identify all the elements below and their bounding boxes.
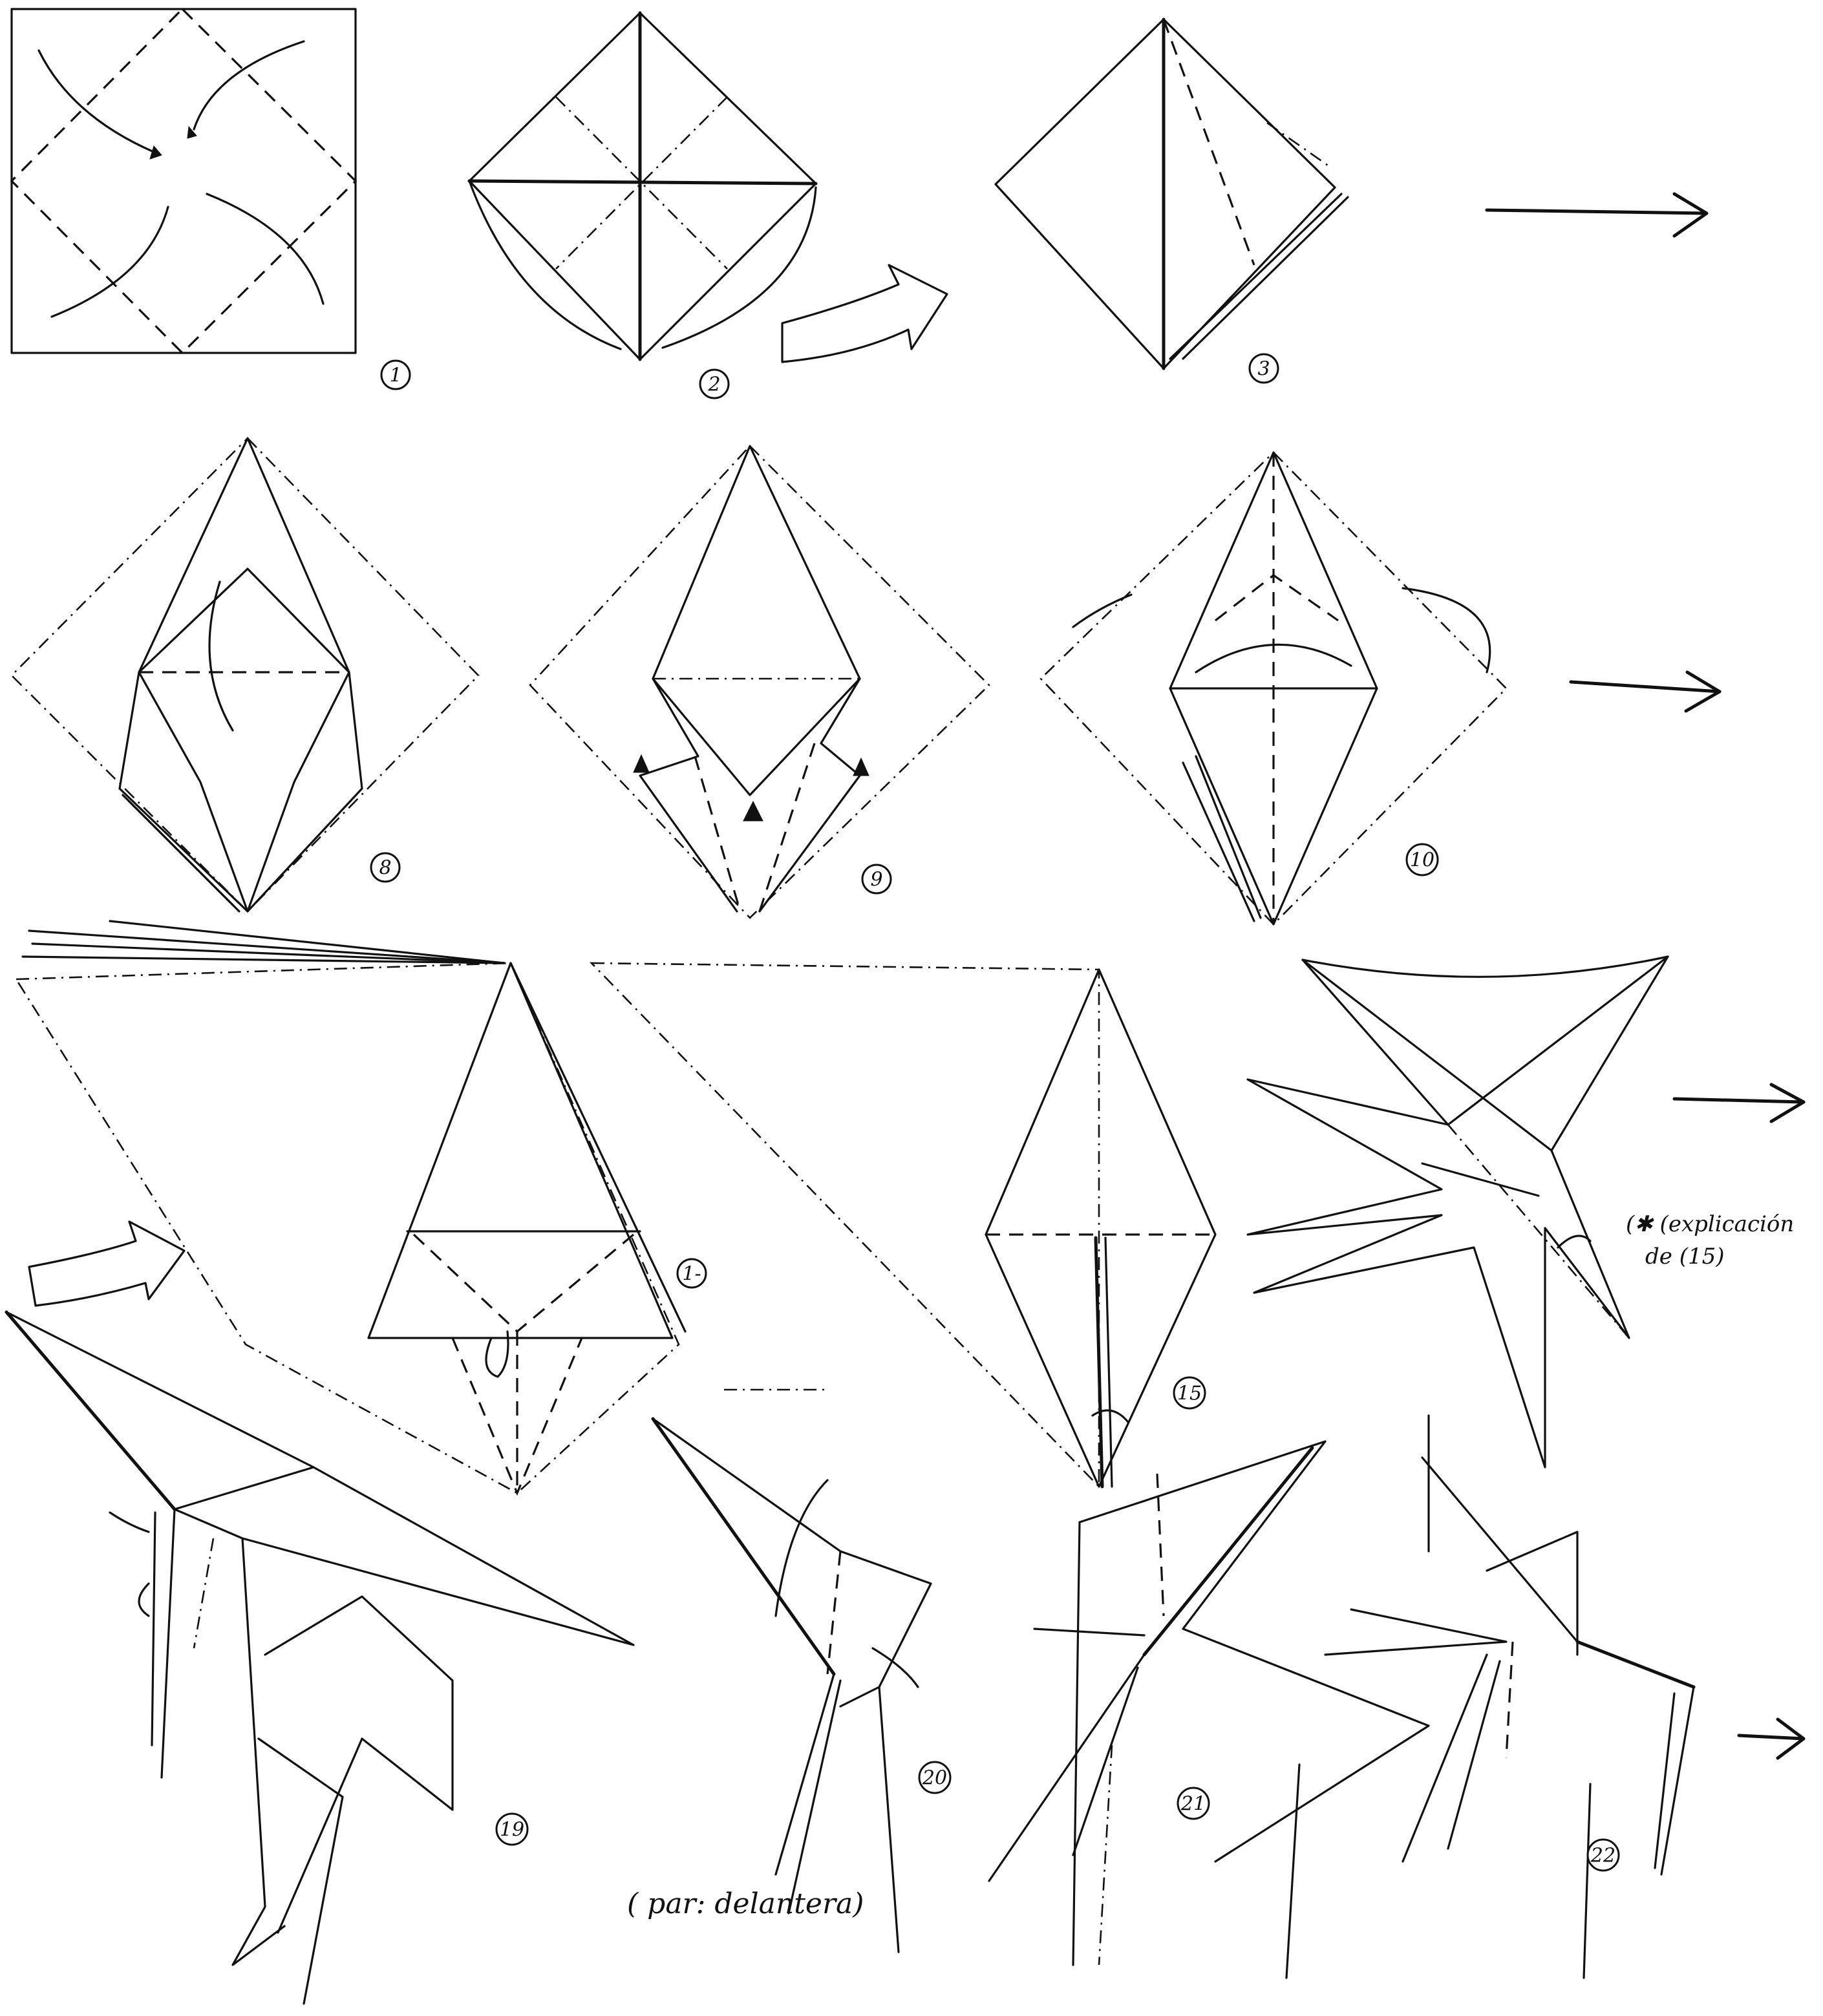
step-number-1: 1 — [381, 361, 410, 389]
explanation-15-diagram — [1248, 957, 1668, 1467]
next-arrow-row1 — [1487, 194, 1707, 236]
step-1-diagram — [12, 9, 356, 353]
svg-text:21: 21 — [1180, 1793, 1206, 1816]
svg-text:2: 2 — [707, 374, 720, 396]
front-part-note: ( par: delantera) — [627, 1887, 864, 1920]
step-number-8: 8 — [371, 853, 400, 882]
step-number-3: 3 — [1250, 354, 1278, 383]
turn-over-arrow-2 — [29, 1222, 184, 1306]
step-15-diagram — [592, 963, 1215, 1487]
next-arrow-row3 — [1674, 1085, 1804, 1121]
svg-text:1-: 1- — [682, 1263, 701, 1286]
next-arrow-row4 — [1739, 1719, 1804, 1758]
svg-text:15: 15 — [1177, 1383, 1202, 1405]
step-number-22: 22 — [1588, 1840, 1619, 1871]
step-number-15: 15 — [1174, 1377, 1205, 1408]
svg-text:9: 9 — [870, 869, 882, 891]
explanation-note-line2: de (15) — [1645, 1244, 1725, 1269]
step-number-9: 9 — [862, 865, 891, 893]
svg-text:1: 1 — [389, 365, 401, 387]
step-19-diagram — [6, 1312, 634, 2004]
step-8-diagram — [12, 438, 478, 911]
step-20-diagram — [653, 1419, 931, 1952]
step-number-14: 1- — [677, 1259, 706, 1288]
step-number-2: 2 — [700, 370, 729, 398]
step-number-10: 10 — [1407, 844, 1438, 875]
step-number-19: 19 — [496, 1814, 528, 1845]
explanation-note-line1: (✱ (explicación — [1626, 1211, 1794, 1237]
step-14-diagram — [16, 921, 685, 1493]
step-2-diagram — [469, 13, 816, 359]
step-21-diagram — [989, 1441, 1429, 1978]
svg-text:22: 22 — [1590, 1845, 1615, 1867]
svg-text:20: 20 — [922, 1767, 947, 1790]
svg-text:19: 19 — [500, 1819, 524, 1841]
svg-text:8: 8 — [379, 857, 391, 880]
next-arrow-row2 — [1571, 672, 1720, 711]
svg-text:10: 10 — [1410, 849, 1434, 872]
turn-over-arrow-1 — [782, 265, 947, 362]
step-9-diagram — [530, 446, 989, 918]
step-3-diagram — [996, 19, 1348, 368]
step-number-20: 20 — [919, 1762, 950, 1793]
svg-text:3: 3 — [1257, 358, 1270, 381]
step-number-21: 21 — [1178, 1788, 1209, 1819]
step-22-diagram — [1325, 1416, 1694, 1978]
